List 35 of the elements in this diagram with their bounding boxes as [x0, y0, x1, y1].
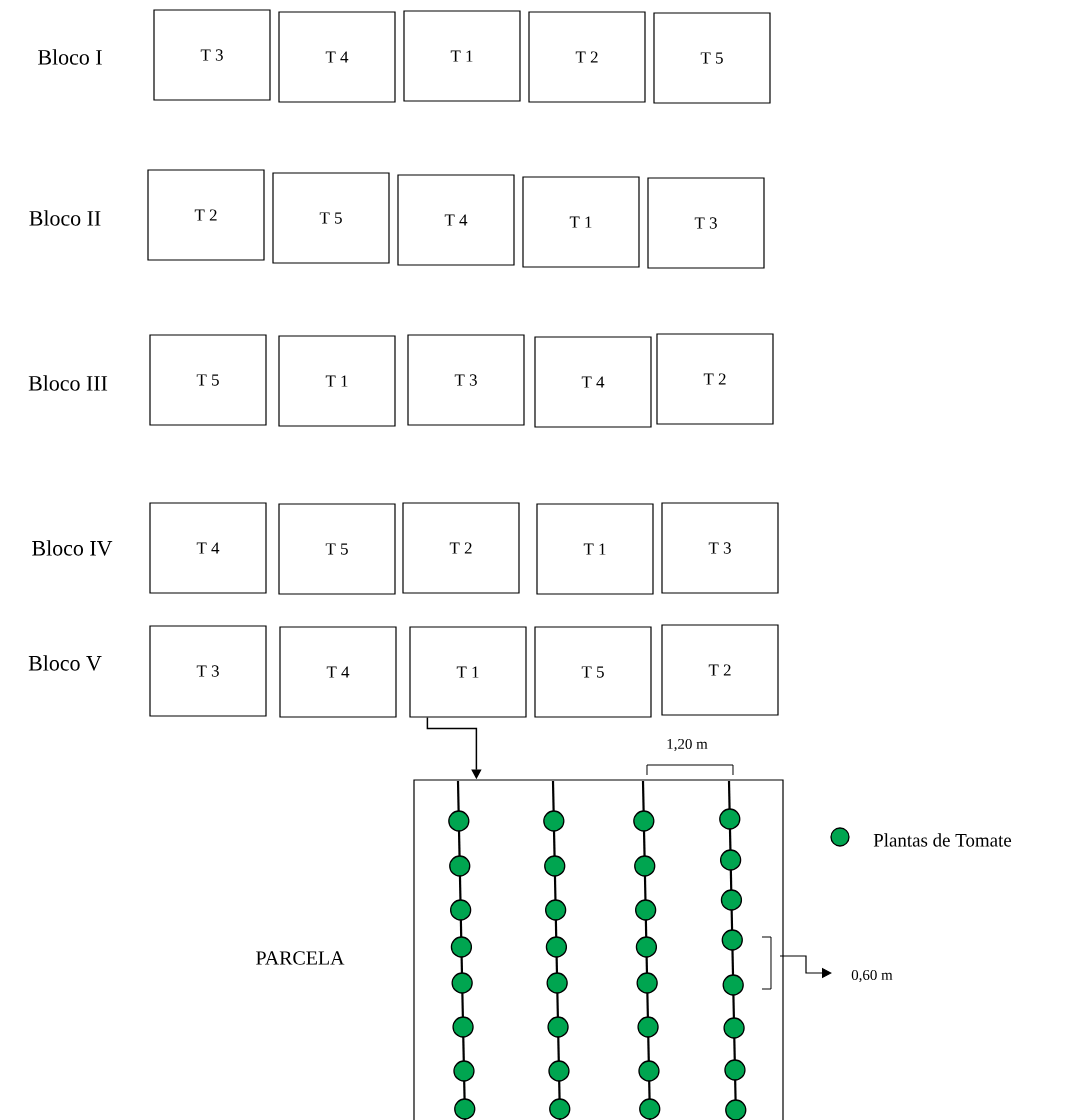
- dimension-label: 0,60 m: [851, 969, 893, 983]
- plot-caption: PARCELA: [256, 951, 345, 965]
- plot-box: T 2: [661, 624, 779, 716]
- dimension-label: 1,20 m: [667, 738, 708, 752]
- plot-area: [413, 779, 784, 1120]
- block-label: Bloco IV: [32, 540, 113, 556]
- plot-box: T 1: [522, 176, 640, 268]
- block-label: Bloco I: [38, 49, 102, 65]
- plot-box: T 1: [403, 10, 521, 102]
- plot-box: T 5: [534, 626, 652, 718]
- plot-box: T 3: [153, 9, 271, 101]
- plot-box: T 1: [409, 626, 527, 718]
- plot-box: T 2: [656, 333, 774, 425]
- plot-box: T 3: [407, 334, 525, 426]
- plot-box: T 2: [147, 169, 265, 261]
- block-label: Bloco V: [28, 655, 102, 671]
- plot-box: T 4: [279, 626, 397, 718]
- plot-box: T 5: [278, 503, 396, 595]
- plot-box: T 4: [534, 336, 652, 428]
- plot-box: T 2: [528, 11, 646, 103]
- plot-box: T 3: [647, 177, 765, 269]
- plot-box: T 5: [272, 172, 390, 264]
- plot-box: T 3: [149, 625, 267, 717]
- legend-label: Plantas de Tomate: [873, 833, 1012, 847]
- plot-box: T 4: [278, 11, 396, 103]
- plot-box: T 5: [149, 334, 267, 426]
- plot-box: T 4: [149, 502, 267, 594]
- plot-box: T 5: [653, 12, 771, 104]
- plot-box: T 2: [402, 502, 520, 594]
- plot-box: T 3: [661, 502, 779, 594]
- block-label: Bloco II: [29, 210, 101, 226]
- block-label: Bloco III: [28, 375, 108, 391]
- plot-box: T 4: [397, 174, 515, 266]
- plot-box: T 1: [278, 335, 396, 427]
- plot-box: T 1: [536, 503, 654, 595]
